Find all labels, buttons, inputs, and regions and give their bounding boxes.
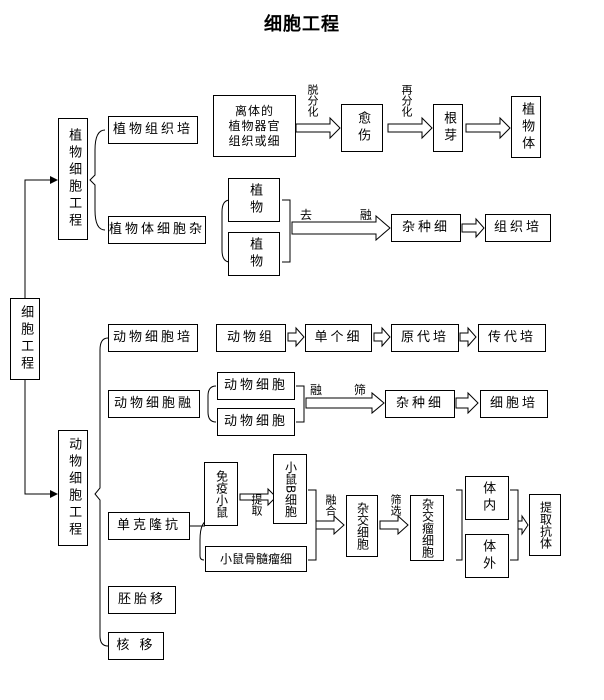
screen-label: 筛选 bbox=[389, 494, 402, 516]
animal-tissue-box: 动物组 bbox=[216, 324, 286, 352]
plant-cell-b-box: 植物 bbox=[228, 232, 280, 276]
animal-fusion-result-box: 细胞培 bbox=[480, 390, 548, 418]
animal-cell-fusion-box: 动物细胞融 bbox=[108, 390, 200, 418]
plant-somatic-hybrid-box: 植物体细胞杂 bbox=[108, 216, 206, 244]
plant-fusion-arrow-label: 去 融 bbox=[300, 208, 394, 222]
animal-fusion-cell-b-box: 动物细胞 bbox=[217, 408, 295, 436]
monoclonal-antibody-label: 单克隆抗 bbox=[116, 517, 181, 533]
callus-box: 愈伤 bbox=[341, 104, 383, 152]
immune-mouse-label: 免疫小鼠 bbox=[214, 470, 229, 518]
hybridoma-box: 杂交瘤细胞 bbox=[410, 495, 444, 561]
plant-somatic-hybrid-label: 植物体细胞杂 bbox=[109, 221, 206, 237]
in-vivo-label: 体内 bbox=[480, 481, 496, 515]
embryo-transfer-box: 胚胎移 bbox=[108, 586, 176, 614]
animal-cell-culture-label: 动物细胞培 bbox=[112, 329, 193, 345]
single-cell-label: 单个细 bbox=[314, 329, 363, 345]
single-cell-box: 单个细 bbox=[305, 324, 372, 352]
plant-cell-a-label: 植物 bbox=[247, 183, 263, 217]
animal-fusion-cell-b-label: 动物细胞 bbox=[223, 413, 288, 429]
plant-cell-b-label: 植物 bbox=[247, 237, 263, 271]
plant-hybrid-cell-box: 杂种细 bbox=[391, 214, 461, 242]
mouse-b-cell-label: 小鼠B细胞 bbox=[283, 460, 298, 518]
callus-label: 愈伤 bbox=[355, 111, 371, 145]
roots-label: 根芽 bbox=[441, 111, 457, 145]
fuse-label: 融合 bbox=[324, 494, 337, 516]
roots-box: 根芽 bbox=[433, 104, 463, 152]
immune-mouse-box: 免疫小鼠 bbox=[204, 462, 238, 526]
redifferentiation-label: 再分化 bbox=[400, 84, 413, 117]
in-vitro-box: 体外 bbox=[465, 534, 509, 578]
plant-branch-label: 植物细胞工程 bbox=[66, 128, 82, 230]
myeloma-cell-label: 小鼠骨髓瘤细 bbox=[219, 551, 292, 566]
tissue-source-line-2: 植物器官 bbox=[228, 118, 281, 133]
page-title: 细胞工程 bbox=[264, 14, 340, 35]
plant-body-label: 植物体 bbox=[519, 101, 535, 153]
plant-cell-a-box: 植物 bbox=[228, 178, 280, 222]
hybrid-cell-label: 杂交细胞 bbox=[355, 502, 370, 550]
hybridoma-label: 杂交瘤细胞 bbox=[420, 498, 435, 558]
in-vitro-label: 体外 bbox=[480, 539, 496, 573]
dedifferentiation-label: 脱分化 bbox=[306, 84, 319, 117]
animal-hybrid-cell-label: 杂种细 bbox=[395, 395, 444, 411]
primary-culture-label: 原代培 bbox=[400, 329, 449, 345]
hybrid-cell-box: 杂交细胞 bbox=[346, 495, 378, 557]
antibody-product-label: 提取抗体 bbox=[538, 501, 553, 549]
tissue-source-box: 离体的 植物器官 组织或细 bbox=[213, 95, 296, 157]
animal-cell-fusion-label: 动物细胞融 bbox=[113, 395, 194, 411]
primary-culture-box: 原代培 bbox=[391, 324, 459, 352]
extract-label: 提取 bbox=[250, 494, 263, 516]
animal-fusion-arrow-label: 融 筛 bbox=[310, 383, 380, 397]
root-box: 细胞工程 bbox=[10, 298, 40, 380]
mouse-b-cell-box: 小鼠B细胞 bbox=[273, 454, 307, 524]
plant-tissue-culture-box: 植物组织培 bbox=[108, 116, 198, 144]
animal-fusion-result-label: 细胞培 bbox=[489, 395, 538, 411]
animal-hybrid-cell-box: 杂种细 bbox=[385, 390, 455, 418]
subculture-box: 传代培 bbox=[478, 324, 546, 352]
tissue-source-line-1: 离体的 bbox=[234, 103, 274, 118]
animal-tissue-label: 动物组 bbox=[226, 329, 275, 345]
monoclonal-antibody-box: 单克隆抗 bbox=[108, 512, 190, 540]
plant-hybrid-cell-label: 杂种细 bbox=[401, 219, 450, 235]
plant-culture-box: 组织培 bbox=[485, 214, 551, 242]
root-label: 细胞工程 bbox=[18, 305, 34, 373]
animal-fusion-cell-a-box: 动物细胞 bbox=[217, 372, 295, 400]
plant-branch-box: 植物细胞工程 bbox=[58, 118, 88, 240]
in-vivo-box: 体内 bbox=[465, 476, 509, 520]
animal-branch-box: 动物细胞工程 bbox=[58, 430, 88, 546]
nuclear-transfer-label: 核 移 bbox=[116, 637, 156, 653]
plant-culture-label: 组织培 bbox=[493, 219, 542, 235]
nuclear-transfer-box: 核 移 bbox=[108, 632, 164, 660]
myeloma-cell-box: 小鼠骨髓瘤细 bbox=[205, 546, 307, 572]
animal-cell-culture-box: 动物细胞培 bbox=[108, 324, 198, 352]
plant-body-box: 植物体 bbox=[511, 96, 541, 158]
animal-fusion-cell-a-label: 动物细胞 bbox=[223, 377, 288, 393]
antibody-product-box: 提取抗体 bbox=[529, 494, 561, 556]
embryo-transfer-label: 胚胎移 bbox=[117, 591, 166, 607]
plant-tissue-culture-label: 植物组织培 bbox=[112, 121, 193, 137]
animal-branch-label: 动物细胞工程 bbox=[66, 437, 82, 539]
tissue-source-line-3: 组织或细 bbox=[228, 133, 281, 148]
subculture-label: 传代培 bbox=[487, 329, 536, 345]
